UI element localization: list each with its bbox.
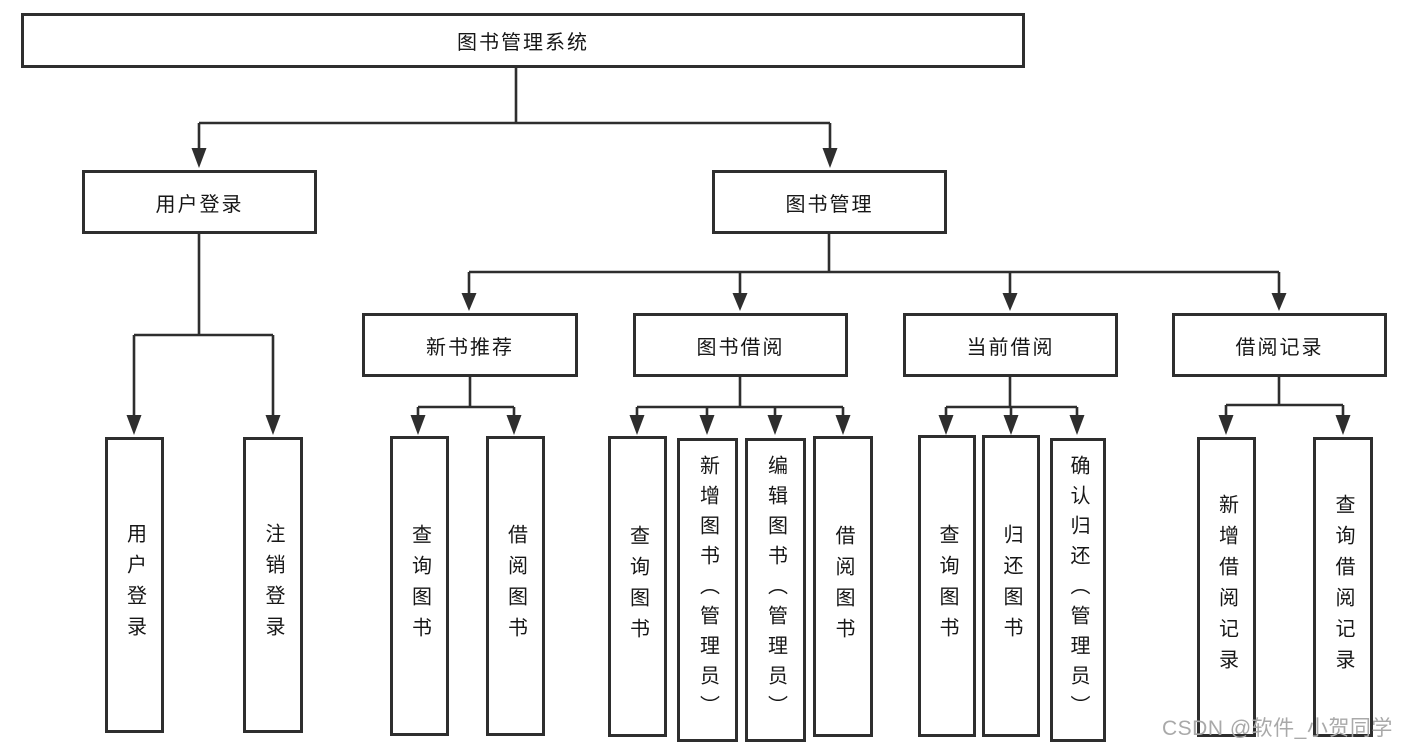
leaf-borrow-borrow-books: 借阅图书 [813,436,873,737]
leaf-label: 注销登录 [262,523,284,647]
leaf-label: 新增图书（管理员） [696,455,719,725]
leaf-newrec-borrow-books: 借阅图书 [486,436,545,736]
node-book-borrowing: 图书借阅 [633,313,848,377]
node-borrowing-records: 借阅记录 [1172,313,1387,377]
leaf-label: 查询图书 [408,524,431,648]
leaf-current-query-books: 查询图书 [918,435,976,737]
leaf-label: 编辑图书（管理员） [764,455,787,725]
leaf-label: 归还图书 [1000,524,1022,648]
node-user-login: 用户登录 [82,170,317,234]
leaf-user-login: 用户登录 [105,437,164,733]
leaf-newrec-query-books: 查询图书 [390,436,449,736]
leaf-current-confirm-return-admin: 确认归还（管理员） [1050,438,1106,742]
node-current-borrowing: 当前借阅 [903,313,1118,377]
leaf-borrow-add-books-admin: 新增图书（管理员） [677,438,738,742]
node-root-system: 图书管理系统 [21,13,1025,68]
leaf-label: 查询图书 [936,524,958,648]
arrowhead-icons [126,148,1351,435]
leaf-label: 确认归还（管理员） [1067,455,1089,725]
leaf-label: 用户登录 [123,523,146,647]
leaf-label: 查询图书 [626,524,649,649]
leaf-logout: 注销登录 [243,437,303,733]
leaf-label: 借阅图书 [832,524,854,649]
leaf-borrow-query-books: 查询图书 [608,436,667,737]
csdn-watermark: CSDN @软件_小贺同学 [1162,717,1393,740]
leaf-records-query-borrow-record: 查询借阅记录 [1313,437,1373,737]
leaf-borrow-edit-books-admin: 编辑图书（管理员） [745,438,806,742]
node-book-management: 图书管理 [712,170,947,234]
leaf-current-return-books: 归还图书 [982,435,1040,737]
leaf-label: 借阅图书 [504,524,527,648]
node-new-book-recommendation: 新书推荐 [362,313,578,377]
leaf-label: 查询借阅记录 [1332,494,1354,680]
leaf-records-add-borrow-record: 新增借阅记录 [1197,437,1256,737]
leaf-label: 新增借阅记录 [1215,494,1238,680]
